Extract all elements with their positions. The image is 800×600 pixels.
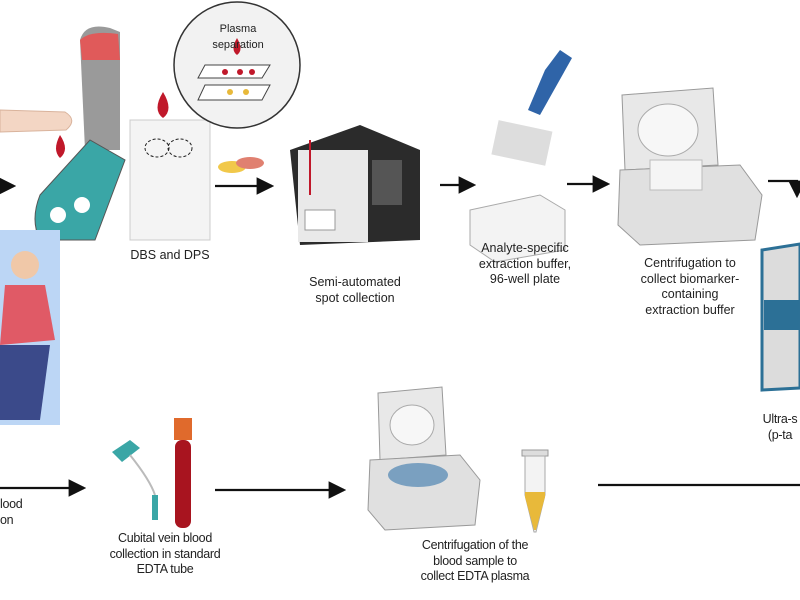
assay-label-partial: Ultra-s (p-ta xyxy=(762,412,798,442)
centrifugation-plasma-label: Centrifugation of the blood sample to co… xyxy=(420,538,530,583)
patient-illustration xyxy=(0,230,60,425)
centrifuge-bottom xyxy=(367,386,481,531)
plasma-tube xyxy=(521,449,549,533)
sample-discs xyxy=(218,157,264,173)
spot-collection-machine xyxy=(290,125,420,245)
centrifugation-label: Centrifugation to collect biomarker- con… xyxy=(640,256,740,317)
cubital-vein-label: Cubital vein blood collection in standar… xyxy=(109,531,221,576)
spot-collection-label: Semi-automated spot collection xyxy=(309,275,401,305)
dbs-dps-label: DBS and DPS xyxy=(130,248,210,262)
venous-collection-label-partial: lood on xyxy=(0,497,23,527)
blood-collection-kit xyxy=(112,418,192,528)
bottom-arrows xyxy=(0,479,800,499)
top-arrows xyxy=(0,175,800,199)
extraction-buffer-label: Analyte-specific extraction buffer, 96-w… xyxy=(478,241,572,286)
arrow xyxy=(768,179,800,199)
plasma-separation-label: Plasma separation xyxy=(212,23,264,51)
dbs-dps-card xyxy=(129,92,211,241)
dbs-card-illustration xyxy=(34,26,126,241)
pipette-and-plate xyxy=(469,50,572,263)
finger-prick-illustration xyxy=(0,109,73,158)
plasma-separation-bubble xyxy=(173,1,301,129)
analyzer-partial xyxy=(760,242,800,392)
centrifuge-top xyxy=(617,87,763,246)
